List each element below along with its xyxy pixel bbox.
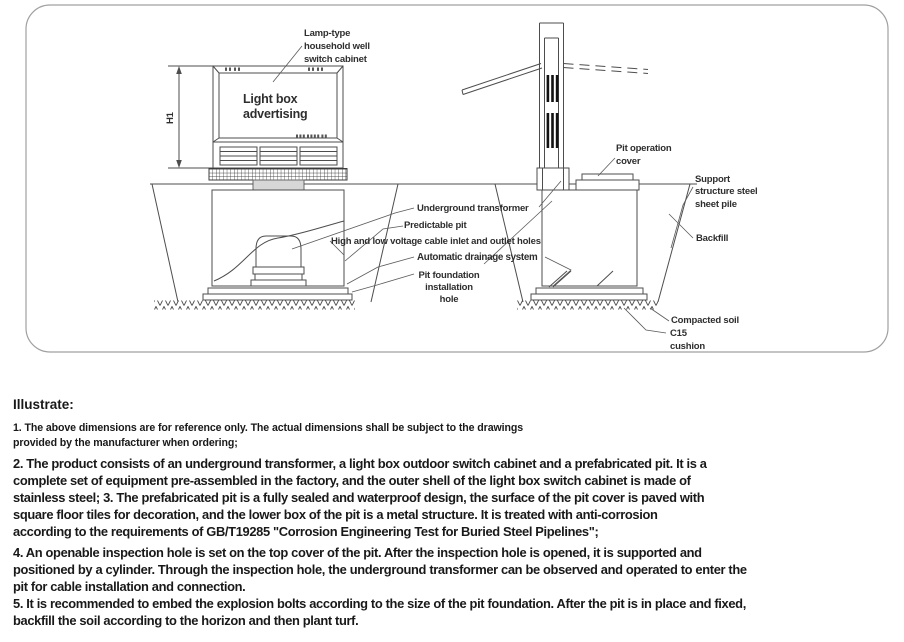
label-underground-transformer: Underground transformer xyxy=(417,203,529,214)
leader-compacted xyxy=(649,307,670,322)
note-2-line1: 2. The product consists of an undergroun… xyxy=(13,456,707,471)
cabinet-base-grille xyxy=(208,168,348,181)
label-pit-foundation-line3: hole xyxy=(440,294,459,305)
left-excavation xyxy=(151,183,399,303)
leader-backfill xyxy=(668,213,694,239)
drawing-border-frame xyxy=(25,4,889,353)
note-4-line3: pit for cable installation and connectio… xyxy=(13,579,246,594)
leader-c15 xyxy=(623,307,667,334)
note-2-line3: stainless steel; 3. The prefabricated pi… xyxy=(13,490,705,505)
diagram-labels: Lamp-type household well switch cabinet … xyxy=(165,28,758,352)
label-cover-line1: Pit operation xyxy=(616,143,672,154)
leader-lines xyxy=(272,45,694,334)
leader-foundation-right xyxy=(483,200,553,265)
right-soil-hatch xyxy=(517,300,658,310)
arrow-up-icon xyxy=(176,66,182,74)
leader-pit-left xyxy=(344,225,404,262)
label-backfill: Backfill xyxy=(696,233,728,244)
front-view-drawing xyxy=(150,65,697,310)
leader-transformer-right xyxy=(538,180,562,208)
lightbox-text-line2: advertising xyxy=(243,107,308,121)
label-support-line1: Support xyxy=(695,174,731,185)
label-compacted-soil: Compacted soil xyxy=(671,315,739,326)
left-soil-hatch xyxy=(154,300,355,310)
lightbox-cabinet xyxy=(208,65,348,181)
label-cover-line2: cover xyxy=(616,156,641,167)
cabinet-column-side xyxy=(539,22,564,168)
lamp-label-line3: switch cabinet xyxy=(304,54,368,65)
cabinet-vent-marks xyxy=(225,67,327,138)
vent-bars xyxy=(546,75,559,148)
left-base-plate-1 xyxy=(207,287,349,295)
label-support-line3: sheet pile xyxy=(695,199,737,210)
right-pit-box xyxy=(530,189,648,301)
lamp-label-line1: Lamp-type xyxy=(304,28,350,39)
label-predictable-pit: Predictable pit xyxy=(404,220,467,231)
note-5-line1: 5. It is recommended to embed the explos… xyxy=(13,596,746,611)
left-base-plate-2 xyxy=(202,293,353,301)
column-base-block xyxy=(536,167,570,191)
note-4-line1: 4. An openable inspection hole is set on… xyxy=(13,545,702,560)
leader-cover xyxy=(597,157,616,177)
left-pit-box xyxy=(202,189,353,301)
note-2-line4: square floor tiles for decoration, and t… xyxy=(13,507,658,522)
arrow-down-icon xyxy=(176,160,182,168)
note-5-line2: backfill the soil according to the horiz… xyxy=(13,613,359,628)
leader-support xyxy=(670,186,694,249)
label-pit-foundation-line1: Pit foundation xyxy=(418,270,479,281)
right-excavation xyxy=(494,183,691,303)
lightbox-side-panels xyxy=(461,63,649,95)
label-c15-line2: cushion xyxy=(670,341,705,352)
leader-cable-holes xyxy=(329,240,345,256)
leader-lamp xyxy=(272,45,303,83)
label-drainage: Automatic drainage system xyxy=(417,252,538,263)
underground-transformer-shape xyxy=(250,235,307,287)
label-cable-holes: High and low voltage cable inlet and out… xyxy=(331,236,541,247)
right-base-plate-1 xyxy=(535,287,644,295)
notes-heading: Illustrate: xyxy=(13,397,74,412)
note-2-line5: according to the requirements of GB/T192… xyxy=(13,524,599,539)
right-base-plate-2 xyxy=(530,293,648,301)
louver-band xyxy=(212,141,344,169)
pit-operation-cover-shape xyxy=(575,173,640,191)
note-2-line2: complete set of equipment pre-assembled … xyxy=(13,473,691,488)
leader-transformer-left xyxy=(291,207,415,250)
label-support-line2: structure steel xyxy=(695,186,757,197)
h1-label: H1 xyxy=(165,111,176,124)
side-view-drawing xyxy=(461,22,691,310)
note-1-line1: 1. The above dimensions are for referenc… xyxy=(13,422,524,434)
cabinet-pedestal xyxy=(252,179,305,191)
leader-foundation-left xyxy=(351,273,415,293)
leader-drainage-left xyxy=(346,256,415,285)
lamp-label-line2: household well xyxy=(304,41,370,52)
label-c15-line1: C15 xyxy=(670,328,688,339)
h1-dimension xyxy=(168,65,215,169)
leader-drainage-right xyxy=(544,256,572,287)
lightbox-text-line1: Light box xyxy=(243,92,298,106)
note-4-line2: positioned by a cylinder. Through the in… xyxy=(13,562,747,577)
label-pit-foundation-line2: installation xyxy=(425,282,473,293)
note-1-line2: provided by the manufacturer when orderi… xyxy=(13,437,238,449)
engineering-diagram: Lamp-type household well switch cabinet … xyxy=(25,4,889,353)
cable-curve xyxy=(213,220,345,282)
notes-section: Illustrate: 1. The above dimensions are … xyxy=(13,396,893,629)
